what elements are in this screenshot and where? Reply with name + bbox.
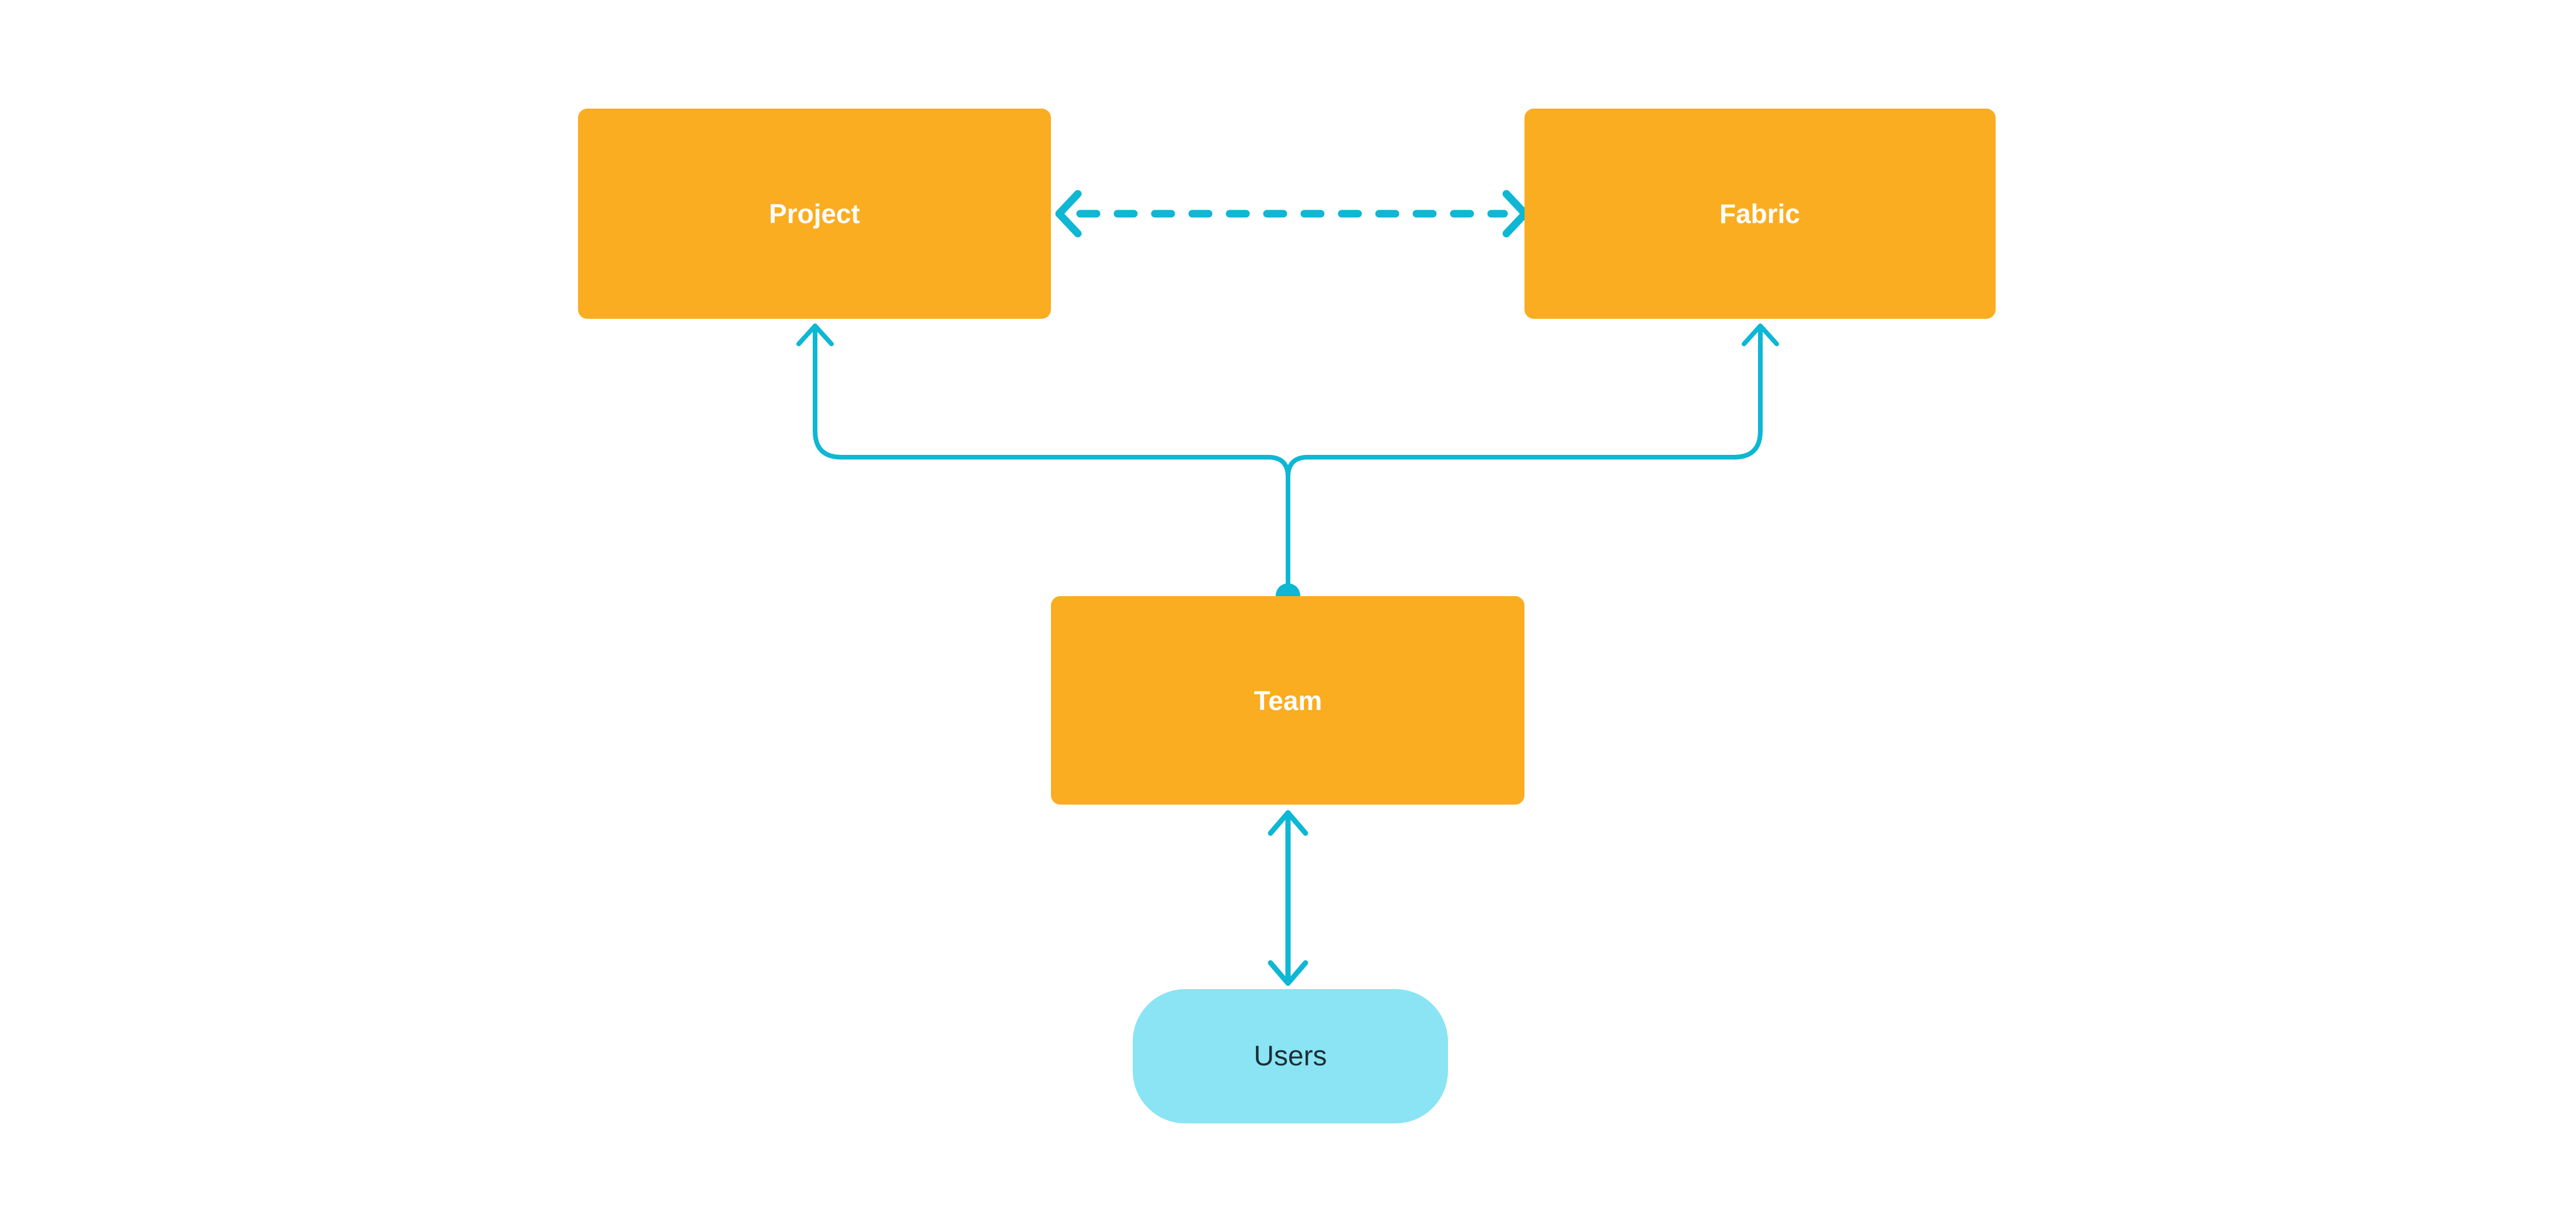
connector-team-users[interactable] xyxy=(1268,810,1308,986)
project-label: Project xyxy=(769,199,860,229)
team-label: Team xyxy=(1254,685,1322,716)
node-team[interactable]: Team xyxy=(1051,596,1524,805)
node-fabric[interactable]: Fabric xyxy=(1524,109,1996,319)
arrowhead-up-fabric-icon xyxy=(1742,323,1779,346)
node-users[interactable]: Users xyxy=(1133,989,1448,1123)
fabric-label: Fabric xyxy=(1719,199,1800,229)
connector-team-fabric-line xyxy=(1286,327,1763,587)
users-pill xyxy=(1133,989,1448,1123)
team-box xyxy=(1051,596,1524,805)
node-project[interactable]: Project xyxy=(578,109,1051,319)
arrowhead-left-icon xyxy=(1055,190,1082,238)
connector-team-fabric[interactable] xyxy=(1286,323,1779,587)
connector-team-project-line xyxy=(813,327,1290,587)
project-box xyxy=(578,109,1051,319)
connector-team-project[interactable] xyxy=(796,323,1290,587)
fabric-box xyxy=(1524,109,1996,319)
users-label: Users xyxy=(1254,1041,1327,1072)
arrowhead-down-users-icon xyxy=(1268,960,1308,986)
arrowhead-up-project-icon xyxy=(796,323,834,346)
arrowhead-up-team-icon xyxy=(1268,810,1308,836)
